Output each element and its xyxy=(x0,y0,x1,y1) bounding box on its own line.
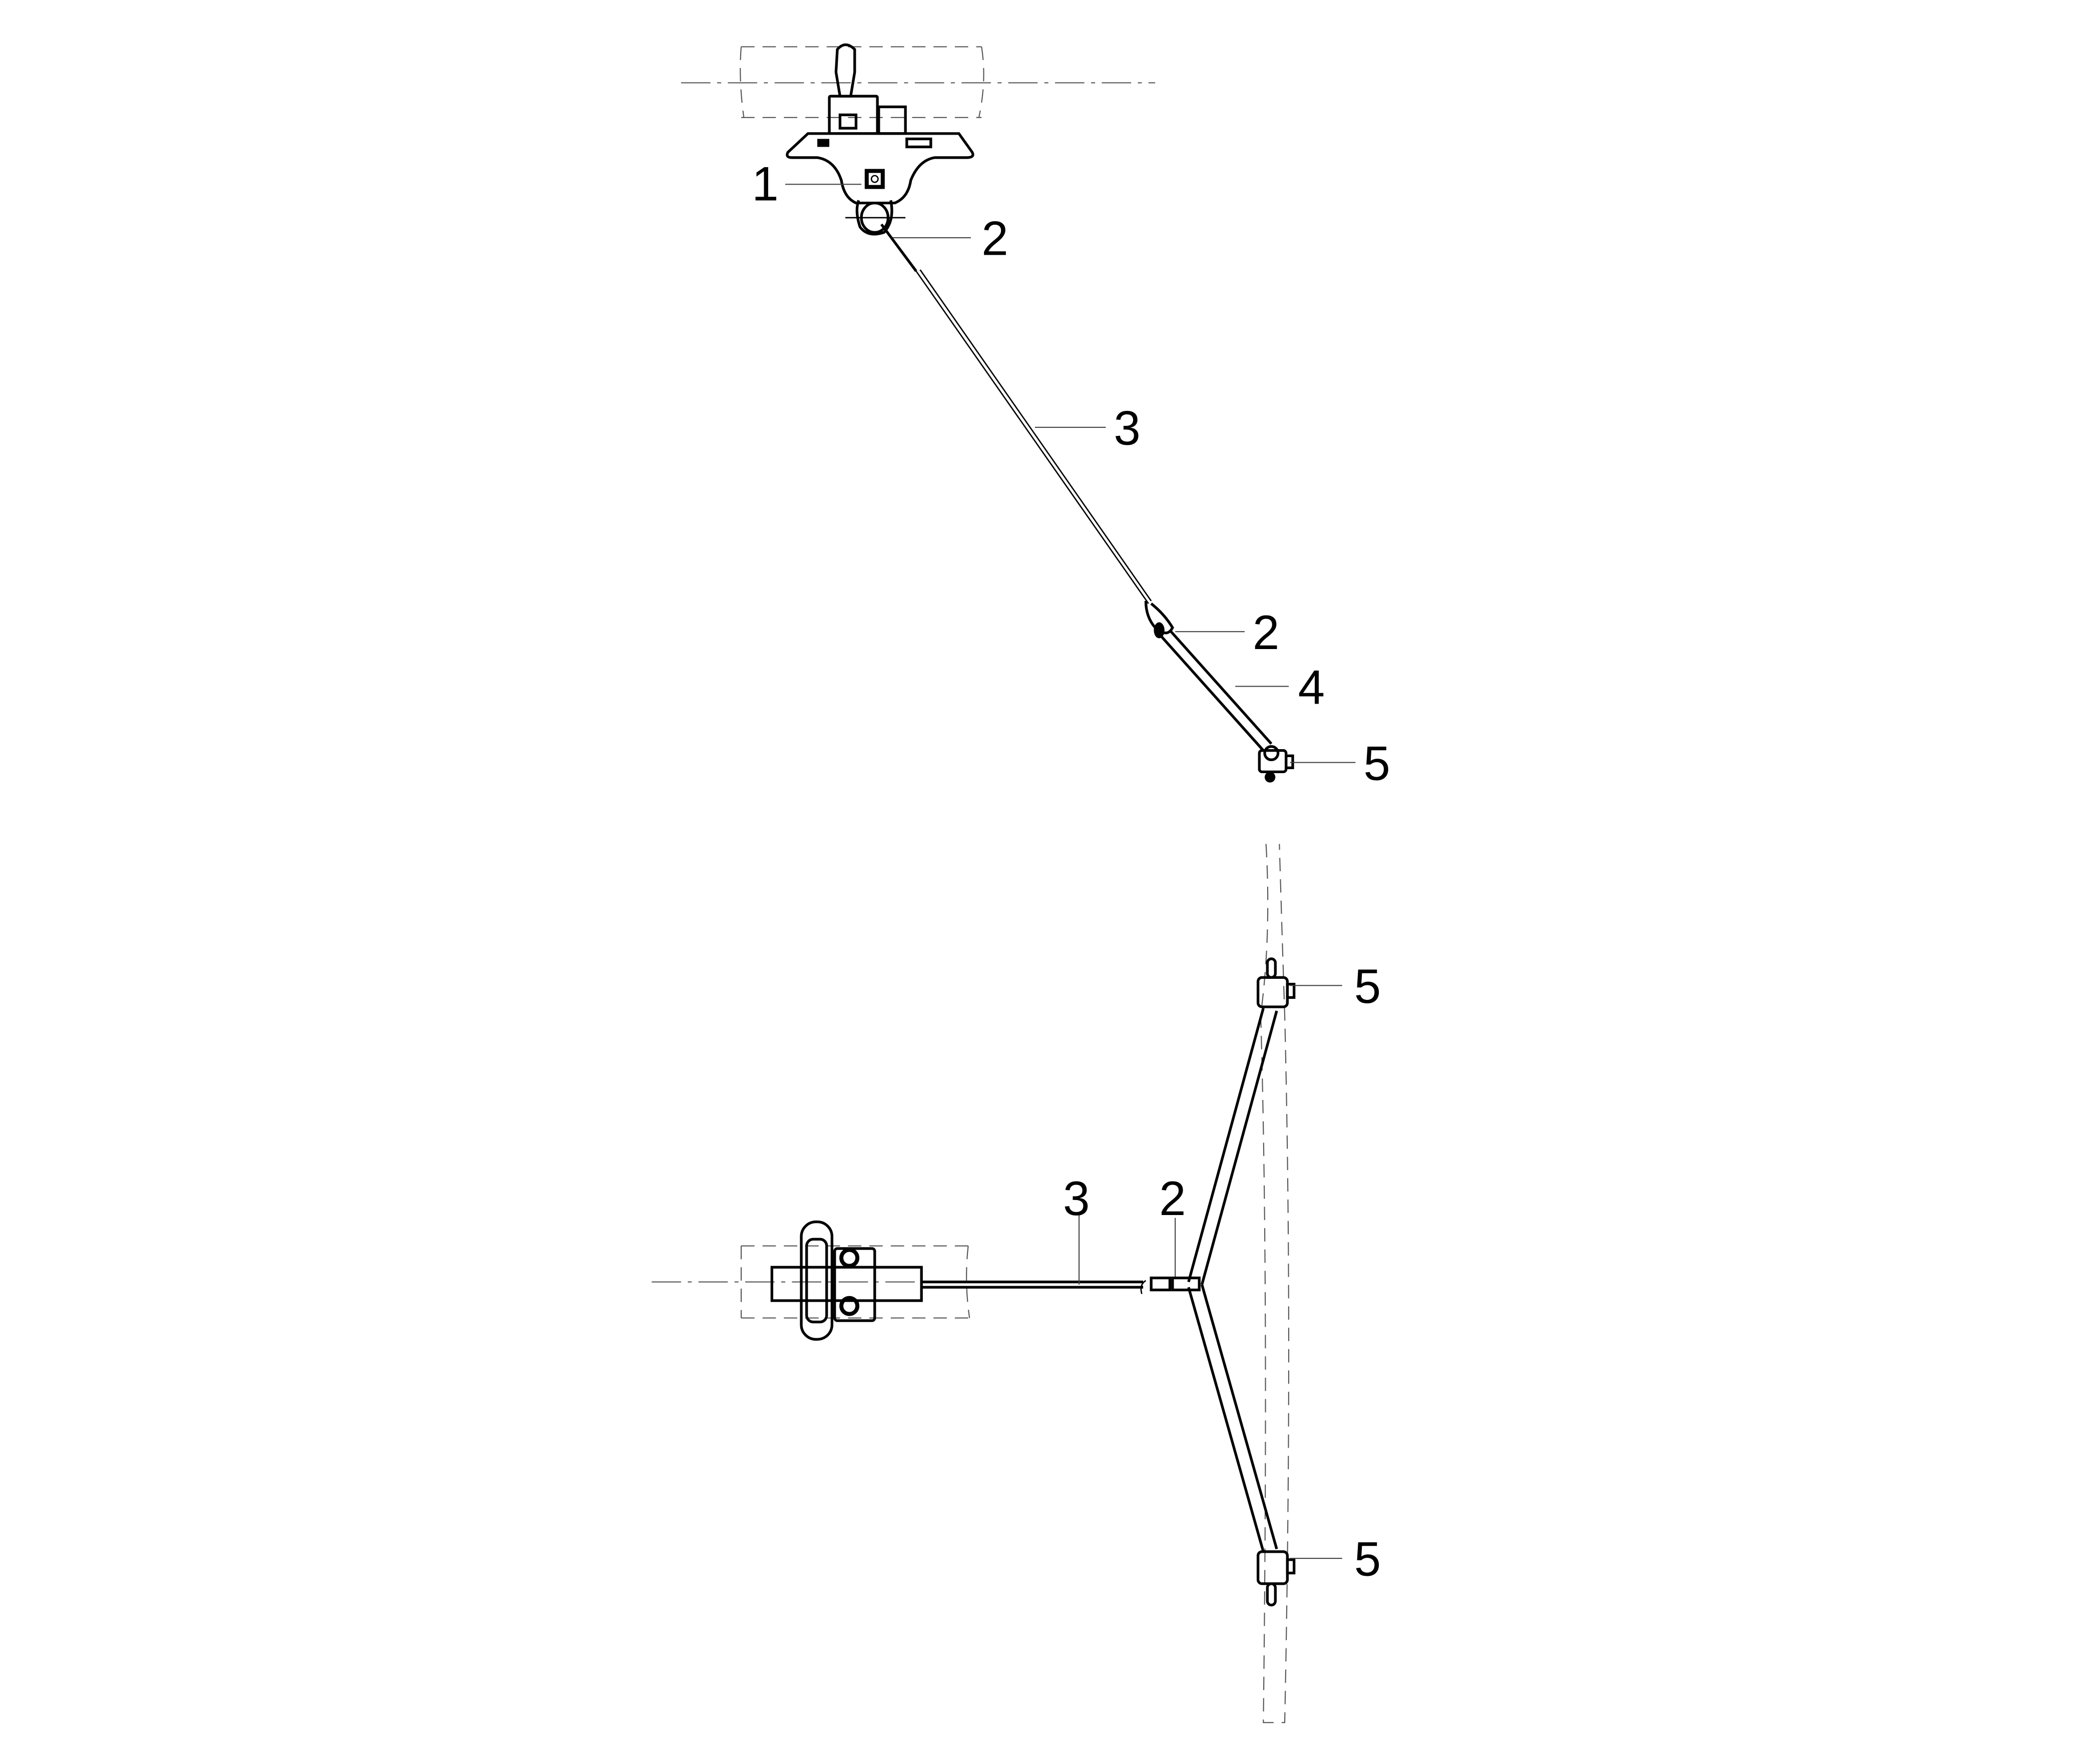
callout-4: 4 xyxy=(1298,661,1325,714)
rod-4 xyxy=(1161,636,1265,752)
callout-3: 3 xyxy=(1114,402,1140,455)
crossarm-hidden-outline xyxy=(740,46,984,118)
callout-3b: 3 xyxy=(1063,1172,1090,1226)
callout-5b: 5 xyxy=(1354,1533,1381,1586)
callout-5: 5 xyxy=(1363,737,1390,790)
guy-wire-3 xyxy=(915,270,1149,604)
pole-clamp-bottom xyxy=(1256,1550,1296,1607)
top-view: 1 2 3 2 4 5 xyxy=(681,43,1390,790)
pole-clamp-top xyxy=(1256,957,1296,1008)
bottom-view: 5 5 3 2 xyxy=(652,844,1381,1723)
callout-1: 1 xyxy=(752,157,778,211)
pole-clamp-5 xyxy=(1258,745,1294,783)
rod-upper xyxy=(1187,1007,1278,1285)
callout-2b: 2 xyxy=(1253,606,1279,660)
suspension-clamp xyxy=(786,43,974,236)
callout-2a: 2 xyxy=(981,212,1008,266)
thimble-shackle-2 xyxy=(1144,601,1174,639)
wire-end-fitting xyxy=(880,223,917,272)
rod-lower xyxy=(1187,1284,1278,1552)
wire-sleeve xyxy=(1150,1277,1172,1292)
suspension-clamp-plan xyxy=(770,1220,923,1341)
callout-5a: 5 xyxy=(1354,960,1381,1013)
callout-2c: 2 xyxy=(1159,1172,1186,1226)
